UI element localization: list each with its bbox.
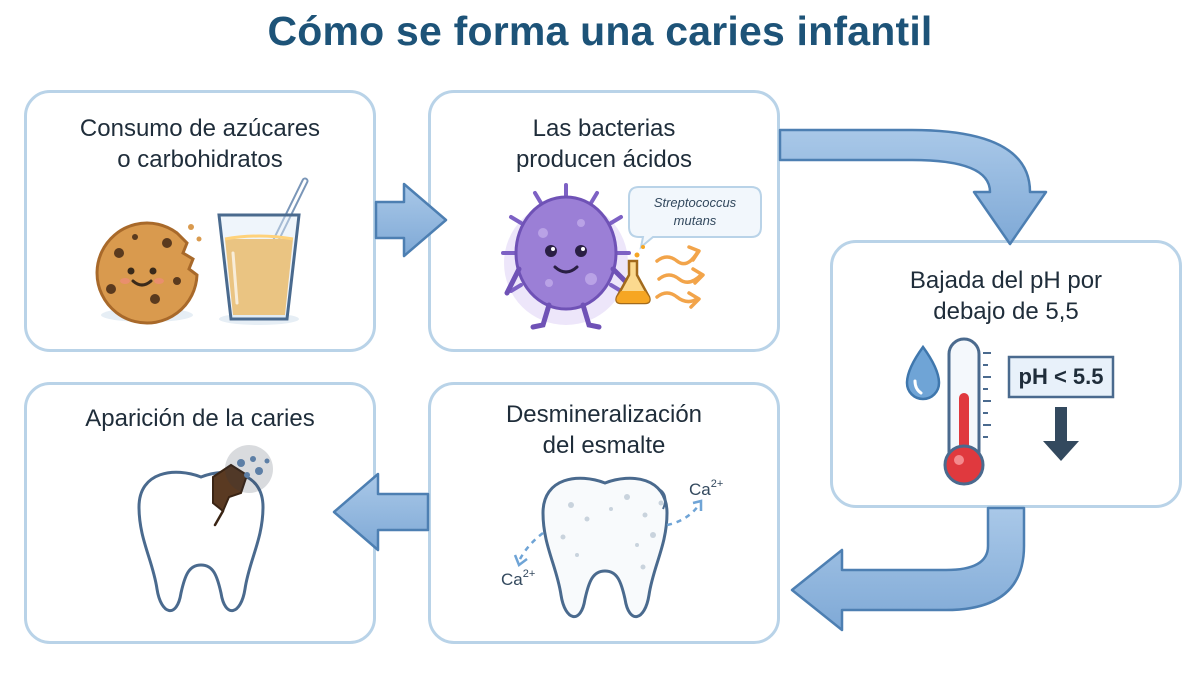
- calcium-ion-icon: Ca2+ Ca2+: [501, 478, 723, 589]
- svg-text:Ca2+: Ca2+: [501, 568, 535, 589]
- step-label-sugar: Consumo de azúcares o carbohidratos: [27, 113, 373, 175]
- step-label-sugar-line-2: o carbohidratos: [117, 146, 283, 173]
- bacteria-icon: [501, 183, 631, 330]
- ph-badge-text: pH < 5.5: [1019, 364, 1104, 389]
- water-drop-icon: [905, 344, 941, 401]
- step-label-sugar-line-1: Consumo de azúcares: [79, 115, 321, 142]
- step-card-demineralization: Desmineralización del esmalte Ca2+ Ca2+: [428, 382, 780, 644]
- step-card-caries: Aparición de la caries: [24, 382, 376, 644]
- step-illustration-bacteria: Streptococcus mutans: [501, 183, 762, 330]
- speech-bubble: Streptococcus mutans: [628, 186, 762, 250]
- juice-glass-icon: [217, 177, 309, 325]
- step-label-bacteria: Las bacterias producen ácidos: [431, 113, 777, 175]
- step-label-bacteria-line-2: producen ácidos: [515, 146, 693, 173]
- step-label-demin-line-2: del esmalte: [542, 432, 666, 459]
- svg-text:Ca2+: Ca2+: [689, 478, 723, 499]
- step-label-bacteria-line-1: Las bacterias: [532, 115, 676, 142]
- ion-charge-right: 2+: [711, 478, 724, 490]
- ion-label-left: Ca: [501, 570, 523, 589]
- bubble-text-line-1: Streptococcus: [654, 195, 737, 210]
- down-arrow-icon: [1043, 407, 1079, 461]
- bubble-text-line-2: mutans: [674, 213, 717, 228]
- step-card-bacteria: Las bacterias producen ácidos Streptococ…: [428, 90, 780, 352]
- arrow-step3-to-step4: [790, 506, 1026, 632]
- step-label-ph-line-1: Bajada del pH por: [909, 267, 1103, 294]
- step-label-demineralization: Desmineralización del esmalte: [431, 399, 777, 461]
- cookie-icon: [95, 221, 202, 325]
- flask-icon: [615, 245, 651, 305]
- acid-arrows-icon: [655, 245, 705, 309]
- ion-label-right: Ca: [689, 480, 711, 499]
- step-label-demin-line-1: Desmineralización: [505, 401, 703, 428]
- arrow-step2-to-step3: [778, 128, 1048, 246]
- bacteria-cluster-icon: [225, 445, 273, 493]
- step-label-ph-line-2: debajo de 5,5: [933, 298, 1079, 325]
- decayed-tooth-icon: [137, 463, 265, 613]
- step-label-ph: Bajada del pH por debajo de 5,5: [833, 265, 1179, 327]
- step-label-caries-line-1: Aparición de la caries: [85, 405, 315, 432]
- page-title: Cómo se forma una caries infantil: [267, 8, 933, 54]
- step-illustration-ph: pH < 5.5: [905, 337, 1115, 486]
- step-illustration-demineralization: Ca2+ Ca2+: [501, 476, 723, 619]
- ph-badge: pH < 5.5: [1007, 355, 1115, 399]
- step-illustration-caries: [137, 445, 273, 613]
- ion-charge-left: 2+: [523, 568, 536, 580]
- step-illustration-sugar: [95, 177, 309, 325]
- step-card-sugar: Consumo de azúcares o carbohidratos: [24, 90, 376, 352]
- step-card-ph: Bajada del pH por debajo de 5,5: [830, 240, 1182, 508]
- step-label-caries: Aparición de la caries: [27, 403, 373, 434]
- tooth-icon: [541, 476, 669, 619]
- thermometer-icon: [943, 337, 991, 486]
